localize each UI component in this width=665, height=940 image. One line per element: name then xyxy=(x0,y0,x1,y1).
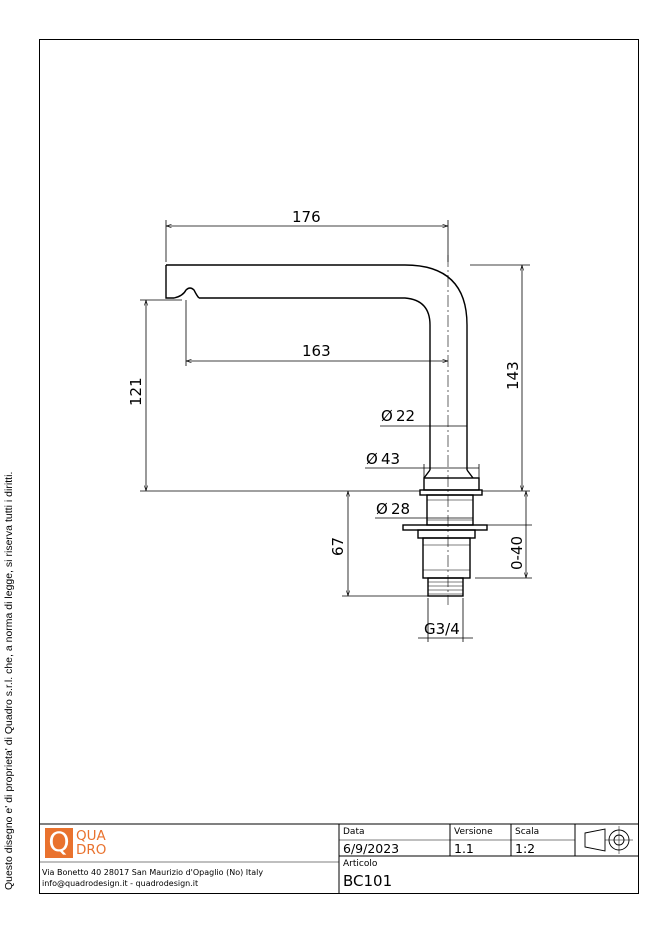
dimension-lines xyxy=(140,220,532,642)
articolo-value: BC101 xyxy=(343,872,393,890)
logo-text-line1: QUA xyxy=(76,828,106,844)
dim-176: 176 xyxy=(292,208,321,226)
dim-121: 121 xyxy=(127,377,145,406)
dim-67: 67 xyxy=(329,537,347,556)
dim-0-40: 0-40 xyxy=(508,536,526,570)
faucet-outline xyxy=(165,264,488,597)
dim-163: 163 xyxy=(302,342,331,360)
scala-value: 1:2 xyxy=(515,841,536,856)
data-label: Data xyxy=(343,827,365,837)
dia-symbol-28: Ø xyxy=(376,500,388,518)
dia-symbol-22: Ø xyxy=(381,407,393,425)
versione-value: 1.1 xyxy=(454,841,474,856)
dim-dia-43: 43 xyxy=(381,450,400,468)
thread-hatch xyxy=(423,499,473,595)
dim-dia-22: 22 xyxy=(396,407,415,425)
dim-thread: G3/4 xyxy=(424,620,460,638)
dia-symbol-43: Ø xyxy=(366,450,378,468)
title-block-grid xyxy=(39,823,639,894)
logo-letter: Q xyxy=(48,827,70,858)
company-contact: info@quadrodesign.it - quadrodesign.it xyxy=(42,879,199,888)
company-address: Via Bonetto 40 28017 San Maurizio d'Opag… xyxy=(42,868,264,877)
quadro-logo: Q xyxy=(45,828,73,858)
articolo-label: Articolo xyxy=(343,859,378,869)
versione-label: Versione xyxy=(454,827,493,837)
logo-text-line2: DRO xyxy=(76,842,107,858)
data-value: 6/9/2023 xyxy=(343,841,400,856)
dim-143: 143 xyxy=(504,361,522,390)
dim-dia-28: 28 xyxy=(391,500,410,518)
scala-label: Scala xyxy=(515,827,540,837)
first-angle-projection-icon xyxy=(584,826,633,854)
